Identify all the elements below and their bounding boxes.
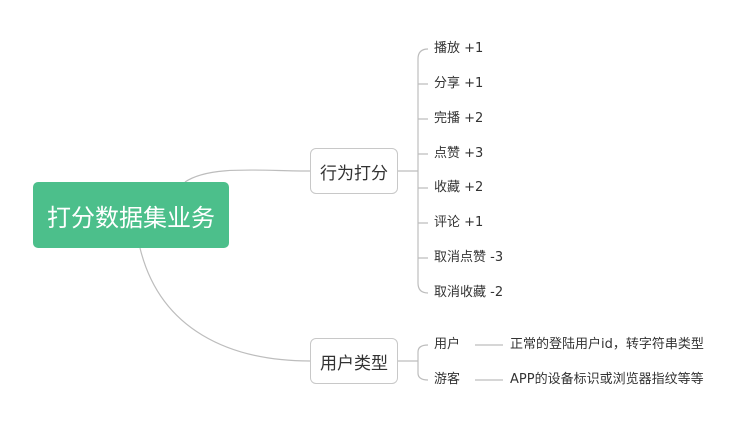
behavior-bracket bbox=[398, 48, 429, 294]
guest-note: APP的设备标识或浏览器指纹等等 bbox=[510, 372, 704, 387]
user-note: 正常的登陆用户id，转字符串类型 bbox=[510, 337, 704, 352]
leaf-comment[interactable]: 评论 +1 bbox=[434, 215, 484, 230]
root-to-usertype-connector bbox=[139, 247, 311, 362]
leaf-complete-play[interactable]: 完播 +2 bbox=[434, 111, 484, 126]
leaf-play[interactable]: 播放 +1 bbox=[434, 41, 484, 56]
leaf-unfavorite[interactable]: 取消收藏 -2 bbox=[434, 285, 504, 300]
leaf-like[interactable]: 点赞 +3 bbox=[434, 146, 484, 161]
leaf-share[interactable]: 分享 +1 bbox=[434, 76, 484, 91]
leaf-guest[interactable]: 游客 bbox=[434, 372, 461, 387]
leaf-favorite[interactable]: 收藏 +2 bbox=[434, 180, 484, 195]
root-node[interactable]: 打分数据集业务 bbox=[33, 182, 229, 248]
usertype-bracket bbox=[398, 344, 429, 381]
branch-behavior-scoring[interactable]: 行为打分 bbox=[310, 148, 398, 194]
root-to-behavior-connector bbox=[184, 169, 311, 183]
leaf-unlike[interactable]: 取消点赞 -3 bbox=[434, 250, 504, 265]
leaf-user[interactable]: 用户 bbox=[434, 337, 461, 352]
branch-user-type[interactable]: 用户类型 bbox=[310, 338, 398, 384]
